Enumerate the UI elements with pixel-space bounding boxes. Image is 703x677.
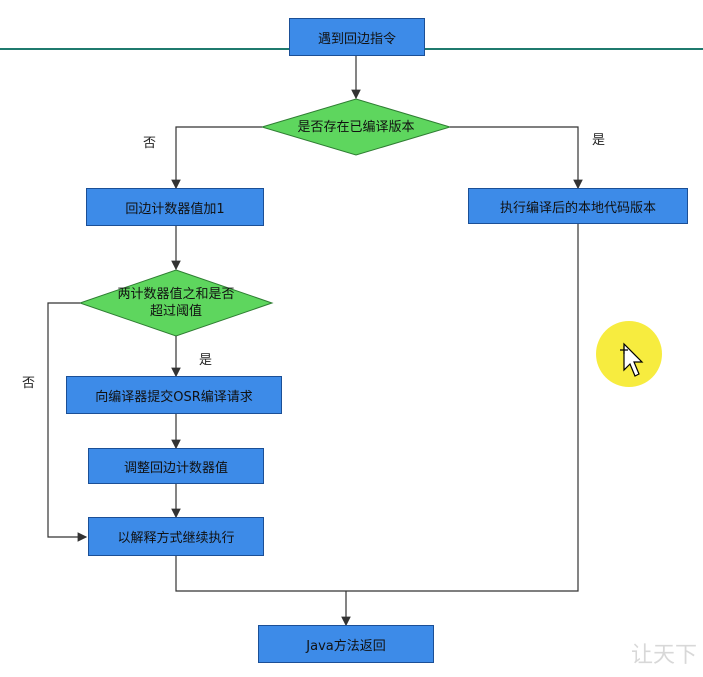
decision-diamond-compiled: [260, 98, 452, 156]
move-cursor-icon: [620, 342, 644, 377]
label-no-left: 否: [143, 136, 157, 151]
watermark: 让天下: [630, 643, 697, 668]
edge-decision-no: [171, 126, 262, 190]
label-yes-threshold: 是: [199, 353, 213, 368]
node-adjust-counter: 调整回边计数器值: [88, 448, 264, 484]
node-interpret: 以解释方式继续执行: [88, 517, 264, 556]
node-counter-increment: 回边计数器值加1: [86, 188, 264, 226]
decision-label-compiled: 是否存在已编译版本: [297, 119, 415, 135]
edge-decision-yes: [450, 126, 583, 190]
node-submit-osr: 向编译器提交OSR编译请求: [66, 376, 282, 414]
label-yes-right: 是: [592, 133, 606, 148]
decision-threshold-line2: 超过阈值: [149, 304, 202, 319]
decision-threshold-line1: 两计数器值之和是否: [117, 287, 235, 302]
decision-label-threshold: 两计数器值之和是否 超过阈值: [96, 285, 256, 321]
node-start: 遇到回边指令: [289, 18, 425, 56]
node-return: Java方法返回: [258, 625, 434, 663]
label-no-threshold: 否: [22, 376, 36, 391]
edge-interpret-to-return: [175, 556, 346, 592]
node-execute-native: 执行编译后的本地代码版本: [468, 188, 688, 224]
edge-native-to-return: [346, 224, 579, 592]
edge-threshold-no: [47, 302, 88, 542]
